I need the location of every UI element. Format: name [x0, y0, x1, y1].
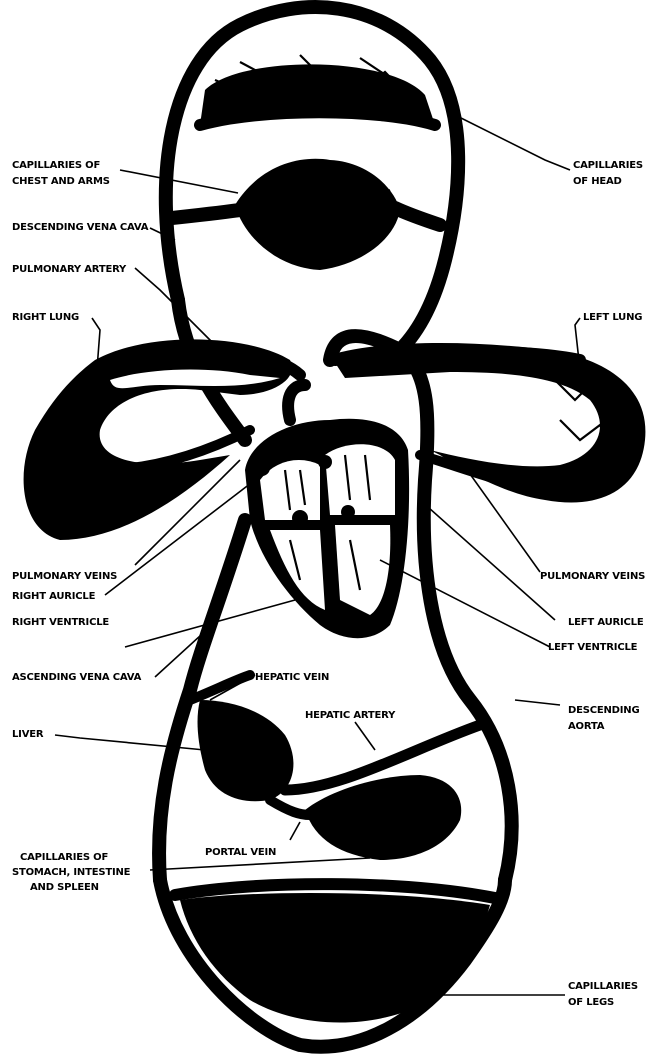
chest-arms-capillaries	[172, 159, 440, 270]
label-capillaries-chest-arms-line1: CAPILLARIES OF	[12, 160, 100, 171]
label-capillaries-stomach-line1: CAPILLARIES OF	[20, 852, 108, 863]
label-right-ventricle: RIGHT VENTRICLE	[12, 617, 109, 628]
label-liver: LIVER	[12, 729, 44, 740]
label-capillaries-legs-line1: CAPILLARIES	[568, 981, 638, 992]
label-hepatic-artery: HEPATIC ARTERY	[305, 710, 396, 721]
label-capillaries-head-line1: CAPILLARIES	[573, 160, 643, 171]
label-ascending-vena-cava: ASCENDING VENA CAVA	[12, 672, 142, 683]
label-capillaries-head-line2: OF HEAD	[573, 176, 622, 187]
heart	[245, 385, 409, 638]
label-descending-aorta-line2: AORTA	[568, 721, 605, 732]
head-capillaries	[200, 55, 435, 125]
liver	[190, 675, 293, 801]
label-descending-vena-cava: DESCENDING VENA CAVA	[12, 222, 149, 233]
label-left-lung: LEFT LUNG	[583, 312, 642, 323]
label-left-auricle: LEFT AURICLE	[568, 617, 644, 628]
label-capillaries-stomach-line3: AND SPLEEN	[30, 882, 99, 893]
label-capillaries-chest-arms-line2: CHEST AND ARMS	[12, 176, 110, 187]
label-left-ventricle: LEFT VENTRICLE	[548, 642, 638, 653]
label-pulmonary-veins-right-side: PULMONARY VEINS	[540, 571, 645, 582]
label-descending-aorta-line1: DESCENDING	[568, 705, 639, 716]
label-pulmonary-artery: PULMONARY ARTERY	[12, 264, 127, 275]
label-hepatic-vein: HEPATIC VEIN	[255, 672, 329, 683]
label-right-auricle: RIGHT AURICLE	[12, 591, 96, 602]
label-capillaries-legs-line2: OF LEGS	[568, 997, 614, 1008]
label-pulmonary-veins-left-side: PULMONARY VEINS	[12, 571, 117, 582]
label-capillaries-stomach-line2: STOMACH, INTESTINE	[12, 867, 131, 878]
label-right-lung: RIGHT LUNG	[12, 312, 79, 323]
label-portal-vein: PORTAL VEIN	[205, 847, 276, 858]
